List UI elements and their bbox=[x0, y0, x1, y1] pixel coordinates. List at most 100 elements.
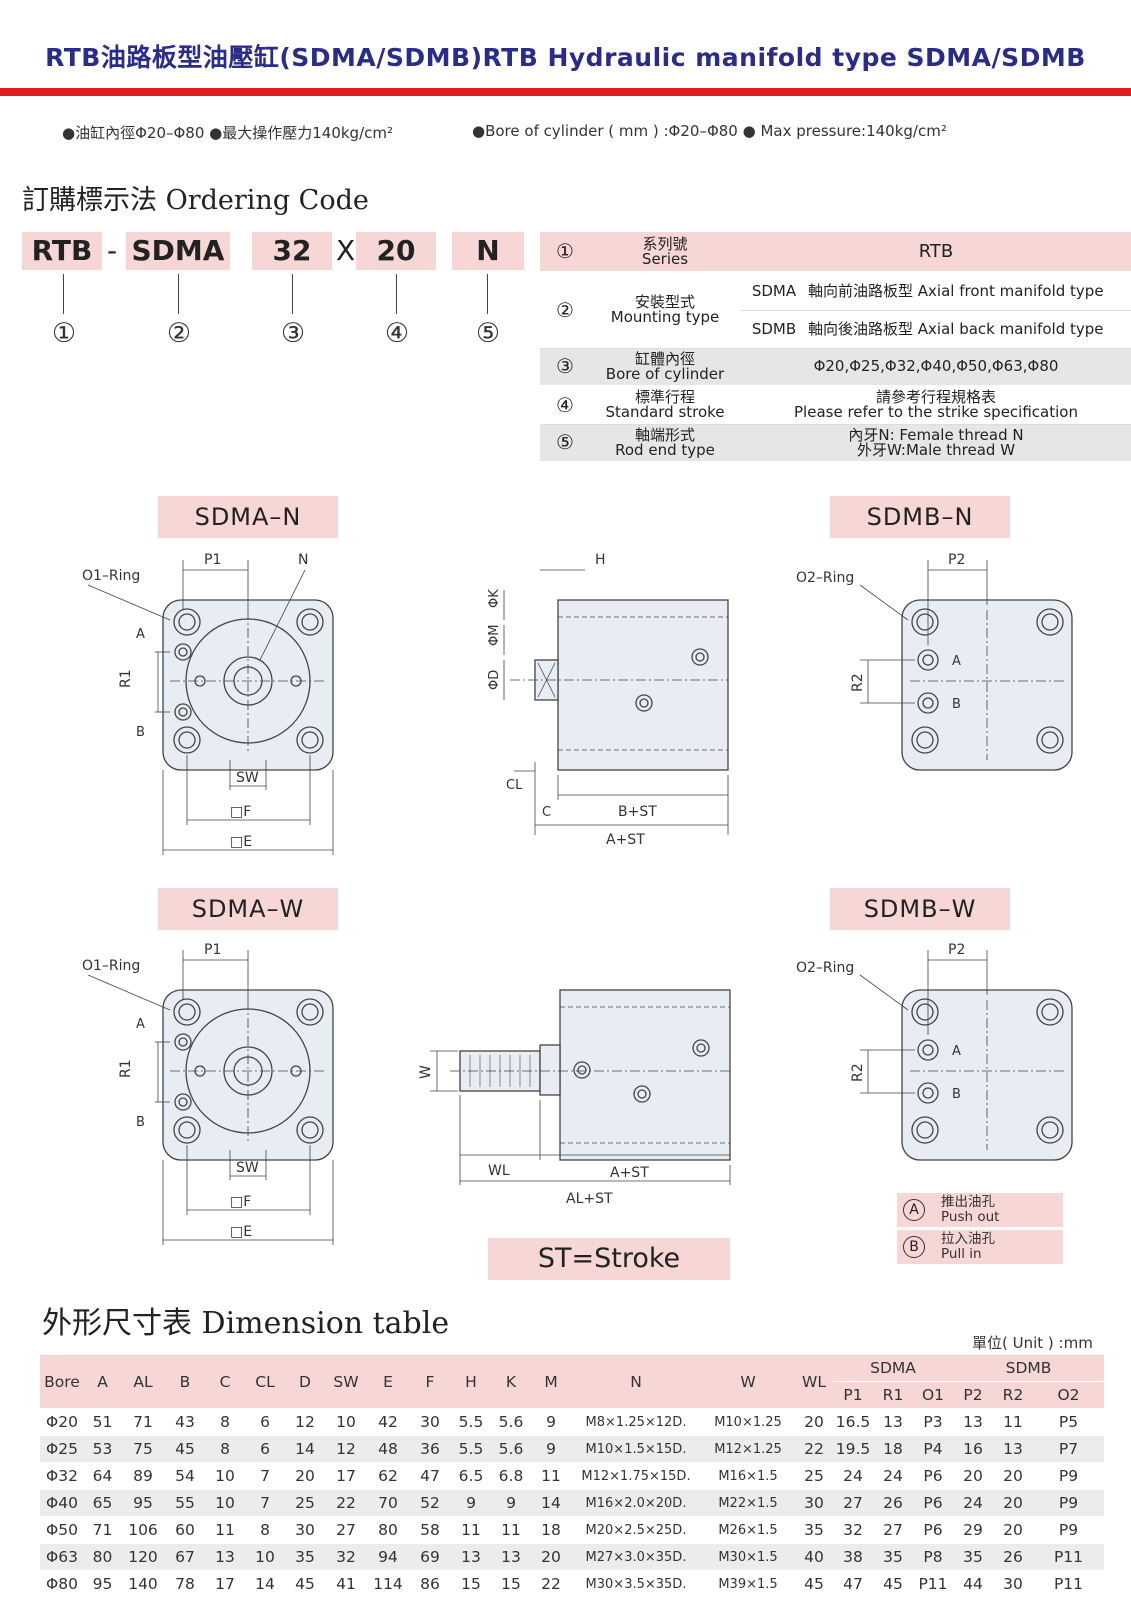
table-cell: 32 bbox=[833, 1516, 873, 1544]
table-cell: 13 bbox=[953, 1408, 993, 1436]
table-cell: 78 bbox=[165, 1570, 205, 1598]
table-cell: M22×1.5 bbox=[701, 1489, 795, 1517]
code-num-1: ① bbox=[51, 318, 77, 349]
header-row-1: Bore A AL B C CL D SW E F H K M N W WL S… bbox=[40, 1355, 1104, 1409]
table-cell: 8 bbox=[245, 1516, 285, 1544]
code-bore: 32 bbox=[252, 232, 332, 270]
table-cell: M10×1.5×15D. bbox=[571, 1435, 701, 1463]
stroke-note: ST=Stroke bbox=[488, 1238, 730, 1280]
legend-letter-b: B bbox=[903, 1236, 925, 1258]
table-cell: 62 bbox=[367, 1462, 409, 1490]
dim-e: □E bbox=[230, 834, 252, 850]
table-cell: 8 bbox=[205, 1408, 245, 1436]
table-cell: 22 bbox=[531, 1570, 571, 1598]
table-cell: 9 bbox=[531, 1435, 571, 1463]
code-rodend: N bbox=[452, 232, 524, 270]
table-cell: 11 bbox=[531, 1462, 571, 1490]
table-cell: 106 bbox=[121, 1516, 165, 1544]
dim-e: □E bbox=[230, 1224, 252, 1240]
table-cell: 36 bbox=[409, 1435, 451, 1463]
code-arrow-3 bbox=[292, 274, 293, 314]
table-cell: 48 bbox=[367, 1435, 409, 1463]
code-num-2: ② bbox=[166, 318, 192, 349]
spec-cn: ●油缸內徑Φ20–Φ80 ●最大操作壓力140kg/cm² bbox=[62, 124, 393, 142]
table-cell: 20 bbox=[285, 1462, 325, 1490]
label-sdmb-n: SDMB–N bbox=[830, 496, 1010, 538]
table-cell: 11 bbox=[451, 1516, 491, 1544]
table-cell: 64 bbox=[84, 1462, 121, 1490]
code-series: RTB bbox=[22, 232, 102, 270]
code-arrow-1 bbox=[63, 274, 64, 314]
table-cell: Φ20 bbox=[40, 1408, 84, 1436]
label-sdma-n: SDMA–N bbox=[158, 496, 338, 538]
group-sdma: SDMA bbox=[833, 1355, 953, 1382]
col-r2: R2 bbox=[993, 1381, 1033, 1409]
table-cell: P5 bbox=[1033, 1408, 1104, 1436]
col-cl: CL bbox=[245, 1355, 285, 1409]
table-cell: 47 bbox=[833, 1570, 873, 1598]
table-cell: 26 bbox=[873, 1489, 913, 1517]
dim-alst: AL+ST bbox=[566, 1191, 613, 1207]
table-cell: 55 bbox=[165, 1489, 205, 1517]
drawing-sdmb-w: P2 O2–Ring A B R2 bbox=[796, 942, 1073, 1161]
dim-r1: R1 bbox=[118, 669, 134, 688]
col-bore: Bore bbox=[40, 1355, 84, 1409]
table-cell: M10×1.25 bbox=[701, 1408, 795, 1436]
table-cell: 10 bbox=[325, 1408, 367, 1436]
col-d: D bbox=[285, 1355, 325, 1409]
dimension-heading: 外形尺寸表 Dimension table bbox=[42, 1306, 450, 1341]
table-cell: P3 bbox=[913, 1408, 953, 1436]
group-sdmb: SDMB bbox=[953, 1355, 1104, 1382]
table-cell: 95 bbox=[84, 1570, 121, 1598]
table-cell: P9 bbox=[1033, 1462, 1104, 1490]
table-cell: P4 bbox=[913, 1435, 953, 1463]
port-b: B bbox=[136, 1115, 145, 1130]
col-r1: R1 bbox=[873, 1381, 913, 1409]
table-cell: M12×1.25 bbox=[701, 1435, 795, 1463]
table-cell: 32 bbox=[325, 1543, 367, 1571]
dim-cl: CL bbox=[506, 778, 523, 793]
col-wl: WL bbox=[795, 1355, 833, 1409]
table-cell: Φ32 bbox=[40, 1462, 84, 1490]
table-cell: Φ50 bbox=[40, 1516, 84, 1544]
table-cell: 6 bbox=[245, 1408, 285, 1436]
table-cell: 10 bbox=[205, 1462, 245, 1490]
table-cell: 58 bbox=[409, 1516, 451, 1544]
table-cell: 24 bbox=[953, 1489, 993, 1517]
table-cell: 5.5 bbox=[451, 1435, 491, 1463]
table-cell: 6.8 bbox=[491, 1462, 531, 1490]
table-cell: M30×1.5 bbox=[701, 1543, 795, 1571]
table-cell: 45 bbox=[285, 1570, 325, 1598]
table-cell: 26 bbox=[993, 1543, 1033, 1571]
table-cell: 27 bbox=[325, 1516, 367, 1544]
table-cell: 70 bbox=[367, 1489, 409, 1517]
dim-p2: P2 bbox=[948, 552, 965, 568]
table-cell: P7 bbox=[1033, 1435, 1104, 1463]
dim-p2: P2 bbox=[948, 942, 965, 958]
table-cell: 14 bbox=[285, 1435, 325, 1463]
label-o1-ring: O1–Ring bbox=[82, 568, 140, 584]
table-cell: M12×1.75×15D. bbox=[571, 1462, 701, 1490]
table-cell: 29 bbox=[953, 1516, 993, 1544]
dim-phid: ΦD bbox=[487, 670, 502, 690]
code-dash: - bbox=[107, 234, 118, 267]
table-cell: 30 bbox=[993, 1570, 1033, 1598]
table-cell: P8 bbox=[913, 1543, 953, 1571]
table-cell: 17 bbox=[325, 1462, 367, 1490]
table-cell: 27 bbox=[873, 1516, 913, 1544]
row-value: Φ20,Φ25,Φ32,Φ40,Φ50,Φ63,Φ80 bbox=[740, 348, 1131, 387]
table-cell: 45 bbox=[795, 1570, 833, 1598]
table-cell: P11 bbox=[913, 1570, 953, 1598]
table-cell: 20 bbox=[993, 1489, 1033, 1517]
page-title: RTB油路板型油壓缸(SDMA/SDMB)RTB Hydraulic manif… bbox=[45, 43, 1086, 72]
